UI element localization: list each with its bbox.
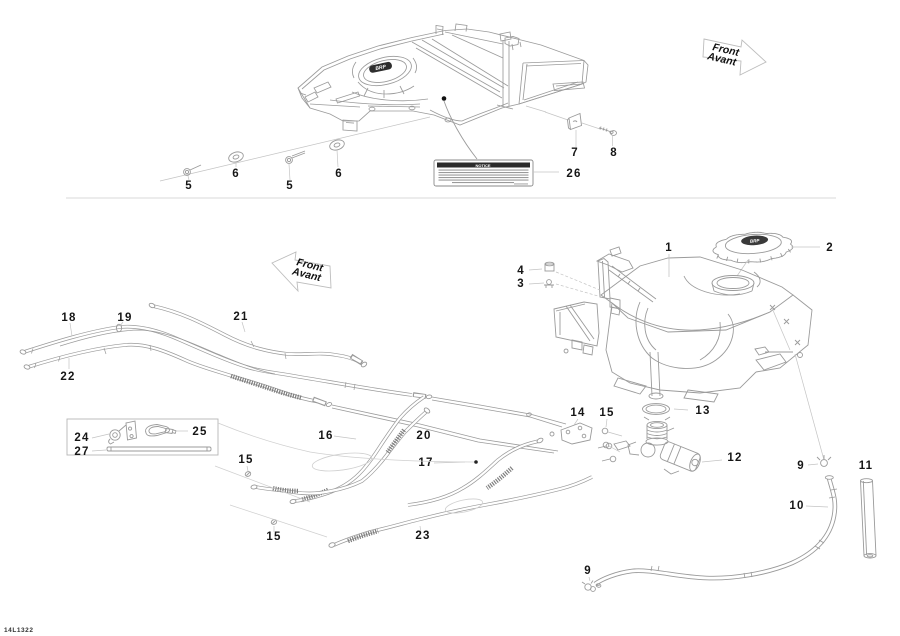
svg-text:14: 14 [570, 407, 585, 419]
svg-text:10: 10 [789, 500, 804, 512]
svg-text:BRP: BRP [375, 64, 387, 72]
svg-text:23: 23 [415, 530, 430, 542]
svg-text:1: 1 [665, 242, 673, 254]
svg-text:Front: Front [711, 41, 740, 59]
svg-text:9: 9 [797, 460, 805, 472]
svg-text:17: 17 [418, 457, 433, 469]
svg-text:2: 2 [826, 242, 834, 254]
svg-text:6: 6 [232, 168, 240, 180]
svg-text:12: 12 [727, 452, 742, 464]
svg-text:6: 6 [335, 168, 343, 180]
svg-text:24: 24 [74, 432, 89, 444]
svg-text:18: 18 [61, 312, 76, 324]
svg-text:3: 3 [517, 278, 525, 290]
svg-text:27: 27 [74, 446, 89, 458]
svg-text:21: 21 [233, 311, 248, 323]
svg-text:9: 9 [584, 565, 592, 577]
svg-text:14L1322: 14L1322 [4, 627, 34, 634]
svg-text:15: 15 [238, 454, 253, 466]
svg-text:4: 4 [517, 265, 525, 277]
svg-text:20: 20 [416, 430, 431, 442]
svg-text:11: 11 [859, 460, 874, 472]
svg-text:13: 13 [695, 405, 710, 417]
svg-text:26: 26 [566, 168, 581, 180]
svg-text:5: 5 [286, 180, 294, 192]
svg-text:15: 15 [266, 531, 281, 543]
svg-text:19: 19 [117, 312, 132, 324]
svg-text:NOTICE: NOTICE [475, 163, 490, 168]
svg-text:15: 15 [599, 407, 614, 419]
svg-text:22: 22 [60, 371, 75, 383]
svg-text:BRP: BRP [750, 238, 761, 244]
svg-text:5: 5 [185, 180, 193, 192]
svg-text:16: 16 [318, 430, 333, 442]
svg-text:7: 7 [571, 147, 579, 159]
svg-text:25: 25 [192, 426, 207, 438]
svg-text:8: 8 [610, 147, 618, 159]
